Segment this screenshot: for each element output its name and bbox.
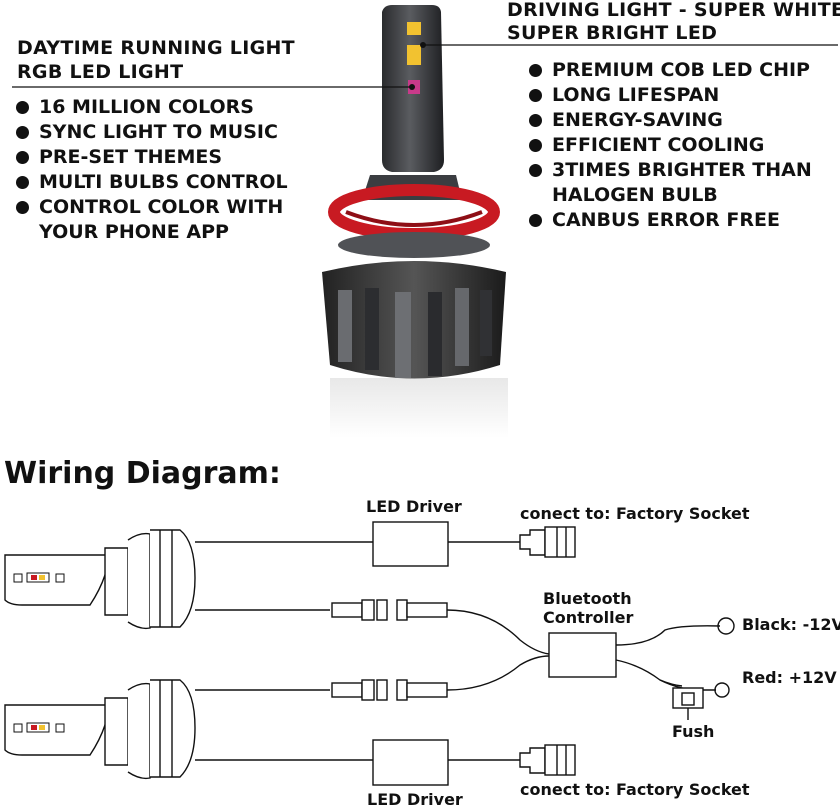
- black-wire-label: Black: -12V: [742, 615, 840, 634]
- bullet-icon: [16, 201, 29, 214]
- fuse-label: Fush: [672, 722, 715, 741]
- bullet-icon: [529, 139, 542, 152]
- right-feature-item: LONG LIFESPAN: [529, 83, 812, 108]
- bullet-icon: [16, 176, 29, 189]
- right-feature-item: PREMIUM COB LED CHIP: [529, 58, 812, 83]
- bullet-icon: [529, 164, 542, 177]
- bullet-icon: [529, 89, 542, 102]
- bullet-icon: [16, 101, 29, 114]
- bullet-icon: [16, 151, 29, 164]
- right-heading-line2: SUPER BRIGHT LED: [507, 22, 718, 44]
- controller-label: Bluetooth Controller: [543, 589, 634, 627]
- left-feature-item: 16 MILLION COLORS: [16, 95, 288, 120]
- red-wire-label: Red: +12V: [742, 668, 837, 687]
- wiring-title: Wiring Diagram:: [4, 456, 281, 491]
- right-feature-item: EFFICIENT COOLING: [529, 133, 812, 158]
- socket-top-label: conect to: Factory Socket: [520, 504, 750, 523]
- led-driver-bottom-label: LED Driver: [367, 790, 463, 809]
- right-heading: DRIVING LIGHT - SUPER WHITE SUPER BRIGHT…: [507, 0, 840, 45]
- right-feature-item: ENERGY-SAVING: [529, 108, 812, 133]
- left-heading-line1: DAYTIME RUNNING LIGHT: [17, 37, 295, 59]
- bulb-heat-sink: [322, 261, 506, 379]
- bulb-reflection: [330, 378, 508, 438]
- bullet-icon: [529, 64, 542, 77]
- socket-bottom-label: conect to: Factory Socket: [520, 780, 750, 799]
- left-heading: DAYTIME RUNNING LIGHT RGB LED LIGHT: [17, 36, 295, 84]
- left-feature-item: PRE-SET THEMES: [16, 145, 288, 170]
- left-feature-item: SYNC LIGHT TO MUSIC: [16, 120, 288, 145]
- bullet-icon: [529, 114, 542, 127]
- right-heading-line1: DRIVING LIGHT - SUPER WHITE: [507, 0, 840, 21]
- right-feature-list: PREMIUM COB LED CHIP LONG LIFESPAN ENERG…: [529, 58, 812, 233]
- left-feature-list: 16 MILLION COLORS SYNC LIGHT TO MUSIC PR…: [16, 95, 288, 245]
- right-feature-item: CANBUS ERROR FREE: [529, 208, 812, 233]
- led-chip-top: [407, 22, 421, 35]
- led-driver-top-label: LED Driver: [366, 497, 462, 516]
- led-chip-mid: [407, 45, 421, 65]
- left-feature-item: MULTI BULBS CONTROL: [16, 170, 288, 195]
- bullet-icon: [529, 214, 542, 227]
- left-heading-line2: RGB LED LIGHT: [17, 61, 184, 83]
- bulb-base-plate: [338, 232, 490, 258]
- bullet-icon: [16, 126, 29, 139]
